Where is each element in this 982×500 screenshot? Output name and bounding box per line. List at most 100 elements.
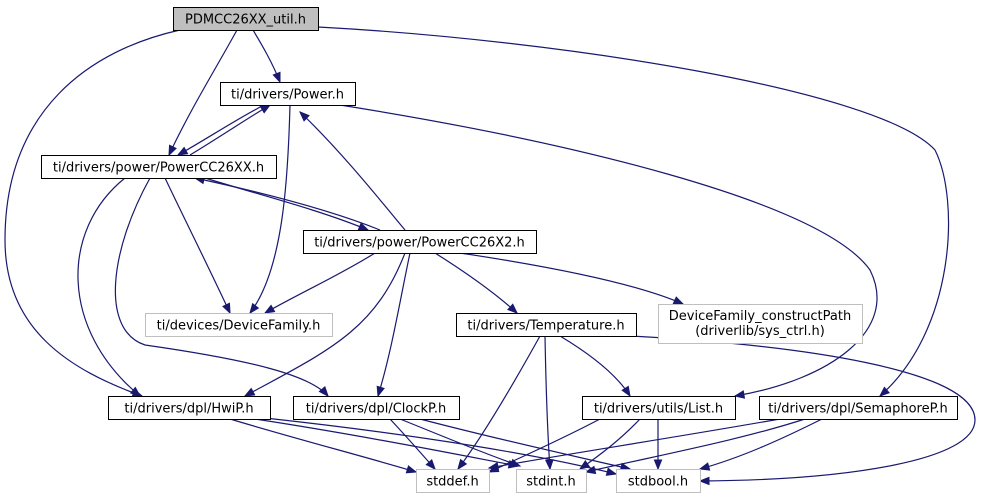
- edge-line: [249, 104, 291, 314]
- node-temperature[interactable]: ti/drivers/Temperature.h: [456, 313, 637, 337]
- edge-line: [254, 418, 519, 467]
- arrowhead-icon: [357, 222, 370, 231]
- edge-line: [699, 418, 823, 470]
- edge-line: [264, 417, 617, 475]
- node-list[interactable]: ti/drivers/utils/List.h: [582, 396, 736, 420]
- node-label-line2: (driverlib/sys_ctrl.h): [695, 324, 825, 339]
- arrowhead-icon: [176, 146, 189, 156]
- node-stdint[interactable]: stdint.h: [516, 469, 587, 493]
- arrowhead-icon: [129, 386, 142, 397]
- edge-power-to-devicefamily: [249, 104, 291, 315]
- arrowhead-icon: [425, 459, 436, 471]
- edge-powercc26x2-to-devicefamily: [263, 252, 376, 314]
- edge-line: [164, 177, 231, 314]
- arrowhead-icon: [272, 71, 281, 84]
- arrowhead-icon: [621, 385, 631, 398]
- edge-line: [488, 418, 781, 469]
- arrowhead-icon: [507, 303, 518, 314]
- node-label: PDMCC26XX_util.h: [185, 13, 306, 28]
- edge-line: [419, 418, 631, 470]
- node-box: [220, 82, 356, 106]
- edge-clockp-to-stdint: [399, 418, 522, 467]
- node-label: DeviceFamily_constructPath: [669, 309, 851, 324]
- edge-temperature-to-stddef: [457, 335, 541, 471]
- node-box: [173, 7, 319, 31]
- edge-powercc26xx-to-power: [189, 104, 272, 156]
- edge-pdmcc26xx_util-to-power: [252, 29, 281, 84]
- edge-line: [194, 177, 381, 231]
- node-box: [582, 396, 736, 420]
- edge-line: [4, 29, 181, 397]
- edge-power-to-list: [339, 104, 878, 399]
- edge-pdmcc26xx_util-to-semaphorep: [317, 26, 950, 397]
- edge-line: [168, 29, 238, 156]
- edge-powercc26x2-to-hwip: [243, 252, 406, 397]
- node-devicefamily[interactable]: ti/devices/DeviceFamily.h: [145, 313, 333, 337]
- arrowhead-icon: [299, 111, 310, 122]
- edge-semaphorep-to-stdbool: [698, 418, 823, 471]
- arrowhead-icon: [318, 385, 329, 398]
- arrowhead-icon: [605, 467, 618, 476]
- node-hwip[interactable]: ti/drivers/dpl/HwiP.h: [108, 396, 271, 420]
- arrowhead-icon: [487, 462, 500, 471]
- node-label: ti/drivers/power/PowerCC26X2.h: [314, 236, 525, 251]
- node-box: [41, 155, 277, 179]
- edge-powercc26xx-to-clockp: [114, 177, 329, 398]
- node-label: ti/drivers/utils/List.h: [594, 402, 723, 417]
- node-semaphorep[interactable]: ti/drivers/dpl/SemaphoreP.h: [759, 396, 958, 420]
- edge-powercc26xx-to-devicefamily: [164, 177, 231, 315]
- arrowhead-icon: [263, 304, 276, 314]
- arrowhead-icon: [249, 302, 260, 315]
- node-label: ti/drivers/Temperature.h: [467, 319, 624, 334]
- node-box: [293, 396, 460, 420]
- arrowhead-icon: [733, 390, 746, 399]
- edge-powercc26x2-to-powercc26xx: [193, 175, 381, 231]
- edge-powercc26x2-to-clockp: [376, 252, 411, 398]
- edge-temperature-to-stdint: [544, 335, 554, 471]
- node-pdmcc26xx_util[interactable]: PDMCC26XX_util.h: [173, 7, 319, 31]
- edge-line: [114, 177, 329, 397]
- edge-line: [544, 335, 551, 470]
- node-powercc26xx[interactable]: ti/drivers/power/PowerCC26XX.h: [41, 155, 277, 179]
- edge-hwip-to-stdbool: [264, 417, 618, 476]
- edge-line: [585, 418, 806, 473]
- arrowhead-icon: [584, 465, 597, 475]
- node-stddef[interactable]: stddef.h: [416, 469, 490, 493]
- node-stdbool[interactable]: stdbool.h: [616, 469, 701, 493]
- edge-powercc26x2-to-power: [299, 111, 406, 231]
- node-label: ti/drivers/dpl/ClockP.h: [306, 402, 447, 417]
- edge-line: [204, 177, 369, 231]
- node-label: ti/drivers/dpl/SemaphoreP.h: [768, 402, 948, 417]
- node-label: stdint.h: [526, 475, 575, 490]
- edge-temperature-to-list: [559, 335, 631, 398]
- edge-clockp-to-stdbool: [419, 418, 632, 472]
- node-clockp[interactable]: ti/drivers/dpl/ClockP.h: [293, 396, 460, 420]
- edge-powercc26xx-to-powercc26x2: [204, 177, 370, 231]
- edge-line: [457, 335, 541, 470]
- edge-line: [559, 335, 631, 397]
- node-power[interactable]: ti/drivers/Power.h: [220, 82, 356, 106]
- edge-line: [629, 335, 976, 482]
- edge-pdmcc26xx_util-to-powercc26xx: [168, 29, 238, 157]
- node-devicefamily_construct[interactable]: DeviceFamily_constructPath(driverlib/sys…: [658, 304, 863, 344]
- edge-powercc26x2-to-temperature: [434, 252, 518, 314]
- arrowhead-icon: [578, 459, 591, 470]
- edge-hwip-to-stdint: [254, 418, 520, 469]
- edge-line: [377, 252, 411, 397]
- arrowhead-icon: [698, 462, 711, 471]
- edge-list-to-stdint: [578, 418, 641, 470]
- arrowhead-icon: [698, 476, 710, 486]
- edge-clockp-to-stddef: [389, 418, 436, 471]
- node-box: [658, 304, 863, 344]
- node-box: [616, 469, 701, 493]
- edge-powercc26xx-to-hwip: [77, 177, 142, 397]
- node-powercc26x2[interactable]: ti/drivers/power/PowerCC26X2.h: [303, 230, 537, 254]
- node-box: [456, 313, 637, 337]
- edge-line: [299, 111, 406, 231]
- edge-hwip-to-stddef: [229, 418, 418, 474]
- edge-line: [434, 252, 518, 314]
- node-label: stddef.h: [426, 475, 478, 490]
- edge-temperature-to-stdbool: [629, 335, 976, 486]
- arrowhead-icon: [457, 458, 468, 471]
